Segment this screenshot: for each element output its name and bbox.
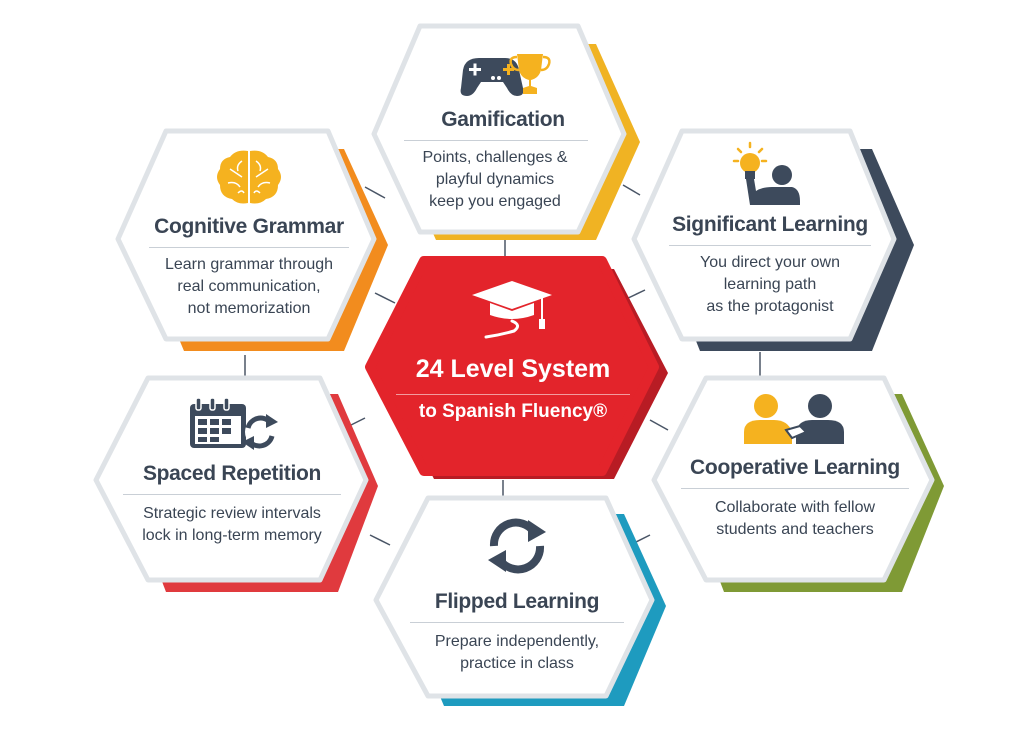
node-title: Cooperative Learning	[690, 456, 900, 479]
node-title: Spaced Repetition	[142, 462, 322, 485]
lightbulb-person-icon	[732, 141, 800, 205]
node-description: Learn grammar through real communication…	[164, 256, 334, 317]
node-description: You direct your own learning path as the…	[700, 254, 840, 315]
node-title: Cognitive Grammar	[154, 215, 344, 238]
node-title: Gamification	[441, 108, 565, 131]
divider	[149, 247, 349, 248]
node-description: Points, challenges & playful dynamics ke…	[422, 149, 568, 210]
center-subtitle: to Spanish Fluency®	[418, 401, 608, 422]
divider	[410, 622, 624, 623]
divider	[404, 140, 588, 141]
refresh-arrows-icon	[488, 518, 546, 574]
node-description: Collaborate with fellow students and tea…	[714, 499, 876, 538]
hex-gamification: Gamification Points, challenges & playfu…	[358, 22, 648, 250]
center-divider	[396, 394, 630, 395]
two-people-icon	[744, 394, 844, 444]
node-description: Strategic review intervals lock in long-…	[142, 505, 322, 544]
calendar-refresh-icon	[190, 397, 278, 450]
node-title: Significant Learning	[672, 213, 868, 236]
divider	[681, 488, 909, 489]
hex-flipped-learning: Flipped Learning Prepare independently, …	[362, 494, 672, 716]
hex-significant-learning: Significant Learning You direct your own…	[620, 127, 920, 359]
node-description: Prepare independently, practice in class	[434, 633, 600, 672]
center-title: 24 Level System	[415, 355, 611, 383]
hex-spaced-repetition: Spaced Repetition Strategic review inter…	[82, 374, 382, 596]
brain-icon	[217, 150, 281, 204]
hex-cognitive-grammar: Cognitive Grammar Learn grammar through …	[104, 127, 394, 359]
divider	[669, 245, 871, 246]
hex-center-24-level-system: 24 Level System to Spanish Fluency®	[352, 255, 674, 490]
gamepad-trophy-icon	[460, 54, 551, 96]
hex-cooperative-learning: Cooperative Learning Collaborate with fe…	[640, 374, 950, 596]
node-title: Flipped Learning	[434, 590, 600, 613]
divider	[123, 494, 341, 495]
graduation-cap-icon	[472, 281, 552, 339]
